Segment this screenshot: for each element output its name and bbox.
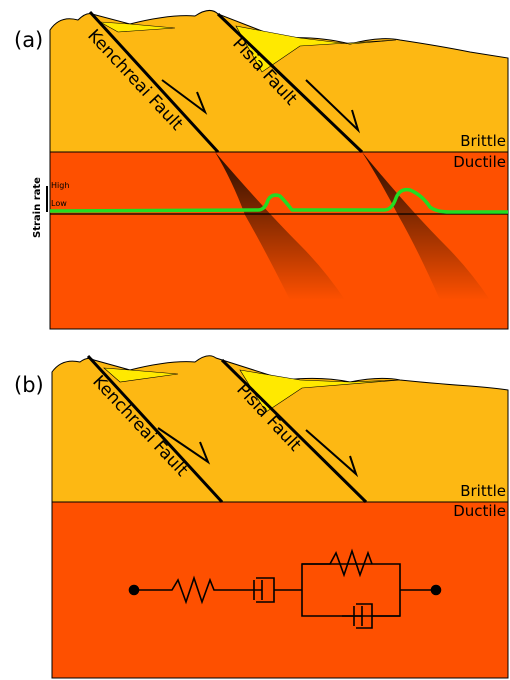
slip-arrow-kenchreai-a (161, 79, 208, 115)
panel-b: Kenchreai Fault Pisia Fault (b) Brittle … (14, 354, 509, 679)
panel-a: Kenchreai Fault Pisia Fault (a) Brittle … (14, 10, 509, 330)
slip-arrow-pisia-b (305, 429, 359, 478)
panel-label-b: (b) (14, 373, 44, 397)
slip-arrow-kenchreai-b (157, 427, 211, 465)
sediment-a-right (235, 25, 397, 73)
spring-parallel (302, 548, 373, 578)
strain-rate-high-label: High (51, 181, 69, 190)
fault-pisia-a (216, 12, 364, 154)
kelvin-frame (300, 563, 436, 617)
sediment-a-left (99, 21, 176, 33)
strain-rate-low-label: Low (51, 199, 67, 208)
panel-label-a: (a) (14, 28, 43, 52)
fault-kenchreai-b (86, 354, 224, 504)
fault-kenchreai-a (88, 10, 220, 154)
layer-label-brittle-b: Brittle (460, 482, 506, 500)
sediment-b-left (103, 367, 179, 383)
fault-pisia-b (220, 358, 368, 504)
strain-rate-axis-label: Strain rate (32, 177, 43, 238)
shear-zone-kenchreai-a (215, 152, 345, 300)
strain-rate-curve (49, 187, 508, 214)
layer-label-ductile-b: Ductile (453, 502, 506, 520)
shear-zone-pisia-a (362, 152, 490, 300)
spring-series (134, 575, 254, 605)
dashpot-series (253, 577, 300, 603)
slip-arrow-pisia-a (305, 79, 361, 134)
rheology-model (128, 548, 442, 629)
layer-label-brittle-a: Brittle (460, 132, 506, 150)
sediment-b-right (239, 369, 401, 413)
layer-label-ductile-a: Ductile (453, 153, 506, 171)
dashpot-parallel (342, 603, 400, 629)
